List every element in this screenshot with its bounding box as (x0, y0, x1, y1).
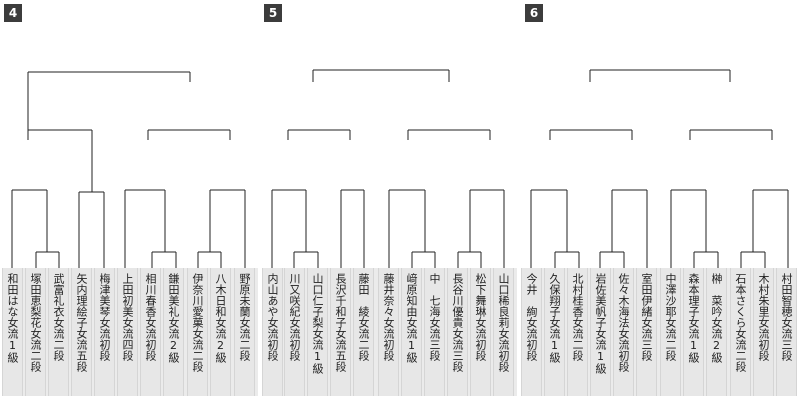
player-name: 木村朱里女流初段 (757, 273, 770, 361)
player-name: 内山あや女流初段 (266, 273, 279, 361)
player-name: 長谷川優貴女流三段 (451, 273, 464, 372)
player-name: 塚田恵梨花女流二段 (29, 273, 42, 372)
player-slot[interactable]: 村田智穂女流三段 (776, 268, 797, 396)
player-name: 八木日和女流2級 (214, 273, 227, 363)
player-name: 和田はな女流1級 (6, 273, 19, 363)
player-slot[interactable]: 藤井奈々女流初段 (378, 268, 399, 396)
player-name: 藤田 綾女流二段 (357, 273, 370, 361)
player-slot[interactable]: 松下舞琳女流初段 (470, 268, 491, 396)
player-slot[interactable]: 川又咲紀女流初段 (284, 268, 305, 396)
player-name: 山口稀良莉女流初段 (497, 273, 510, 372)
player-slot[interactable]: 北村桂香女流二段 (567, 268, 588, 396)
player-slot[interactable]: 榊 菜吟女流2級 (706, 268, 727, 396)
player-slot[interactable]: 岩佐美帆子女流1級 (590, 268, 611, 396)
player-name: 森本理子女流1級 (687, 273, 700, 363)
player-slot[interactable]: 久保翔子女流1級 (544, 268, 565, 396)
player-name: 室田伊緒女流三段 (640, 273, 653, 361)
group-badge-4: 4 (4, 4, 22, 22)
player-name: 鎌田美礼女流2級 (167, 273, 180, 363)
player-name: 今井 絢女流初段 (525, 273, 538, 361)
player-name: 梅津美琴女流初段 (98, 273, 111, 361)
player-name: 山口仁子梨女流1級 (311, 273, 324, 374)
player-name: 川又咲紀女流初段 (288, 273, 301, 361)
player-name: 伊奈川愛菓女流二段 (191, 273, 204, 372)
player-slot[interactable]: 藤田 綾女流二段 (353, 268, 374, 396)
player-name: 佐々木海法女流初段 (617, 273, 630, 372)
player-slot[interactable]: 佐々木海法女流初段 (613, 268, 634, 396)
player-slot[interactable]: 和田はな女流1級 (2, 268, 23, 396)
player-slot[interactable]: 矢内理絵子女流五段 (71, 268, 92, 396)
player-slot[interactable]: 中澤沙耶女流二段 (660, 268, 681, 396)
player-slot[interactable]: 石本さくら女流二段 (730, 268, 751, 396)
player-slot[interactable]: 山口仁子梨女流1級 (307, 268, 328, 396)
player-slot[interactable]: 八木日和女流2級 (210, 268, 231, 396)
player-slot[interactable]: 中 七海女流三段 (424, 268, 445, 396)
player-name: 石本さくら女流二段 (734, 273, 747, 372)
player-slot[interactable]: 室田伊緒女流三段 (636, 268, 657, 396)
player-name: 藤井奈々女流初段 (382, 273, 395, 361)
player-name: 村田智穂女流三段 (780, 273, 793, 361)
player-name: 久保翔子女流1級 (548, 273, 561, 363)
player-slot[interactable]: 伊奈川愛菓女流二段 (187, 268, 208, 396)
player-name: 岩佐美帆子女流1級 (594, 273, 607, 374)
player-name: 中 七海女流三段 (428, 273, 441, 361)
player-name: 野原未蘭女流二段 (238, 273, 251, 361)
player-slot[interactable]: 塚田恵梨花女流二段 (25, 268, 46, 396)
player-slot[interactable]: 木村朱里女流初段 (753, 268, 774, 396)
player-slot[interactable]: 長谷川優貴女流三段 (447, 268, 468, 396)
group-badge-5: 5 (264, 4, 282, 22)
player-slot[interactable]: 野原未蘭女流二段 (234, 268, 255, 396)
player-slot[interactable]: 山口稀良莉女流初段 (493, 268, 514, 396)
player-slot[interactable]: 鎌田美礼女流2級 (163, 268, 184, 396)
player-name: 中澤沙耶女流二段 (664, 273, 677, 361)
player-name: 﨑原知由女流1級 (405, 273, 418, 363)
group-badge-6: 6 (525, 4, 543, 22)
player-slot[interactable]: 上田初美女流四段 (117, 268, 138, 396)
player-name: 榊 菜吟女流2級 (710, 273, 723, 363)
player-name: 相川春香女流初段 (144, 273, 157, 361)
player-name: 北村桂香女流二段 (571, 273, 584, 361)
player-name: 長沢千和子女流五段 (334, 273, 347, 372)
player-name: 上田初美女流四段 (121, 273, 134, 361)
player-name: 松下舞琳女流初段 (474, 273, 487, 361)
player-slot[interactable]: 﨑原知由女流1級 (401, 268, 422, 396)
player-name: 武富礼衣女流二段 (52, 273, 65, 361)
player-slot[interactable]: 森本理子女流1級 (683, 268, 704, 396)
player-name: 矢内理絵子女流五段 (75, 273, 88, 372)
player-slot[interactable]: 梅津美琴女流初段 (94, 268, 115, 396)
player-slot[interactable]: 今井 絢女流初段 (521, 268, 542, 396)
player-slot[interactable]: 内山あや女流初段 (262, 268, 283, 396)
player-slot[interactable]: 相川春香女流初段 (140, 268, 161, 396)
player-slot[interactable]: 武富礼衣女流二段 (48, 268, 69, 396)
player-slot[interactable]: 長沢千和子女流五段 (330, 268, 351, 396)
